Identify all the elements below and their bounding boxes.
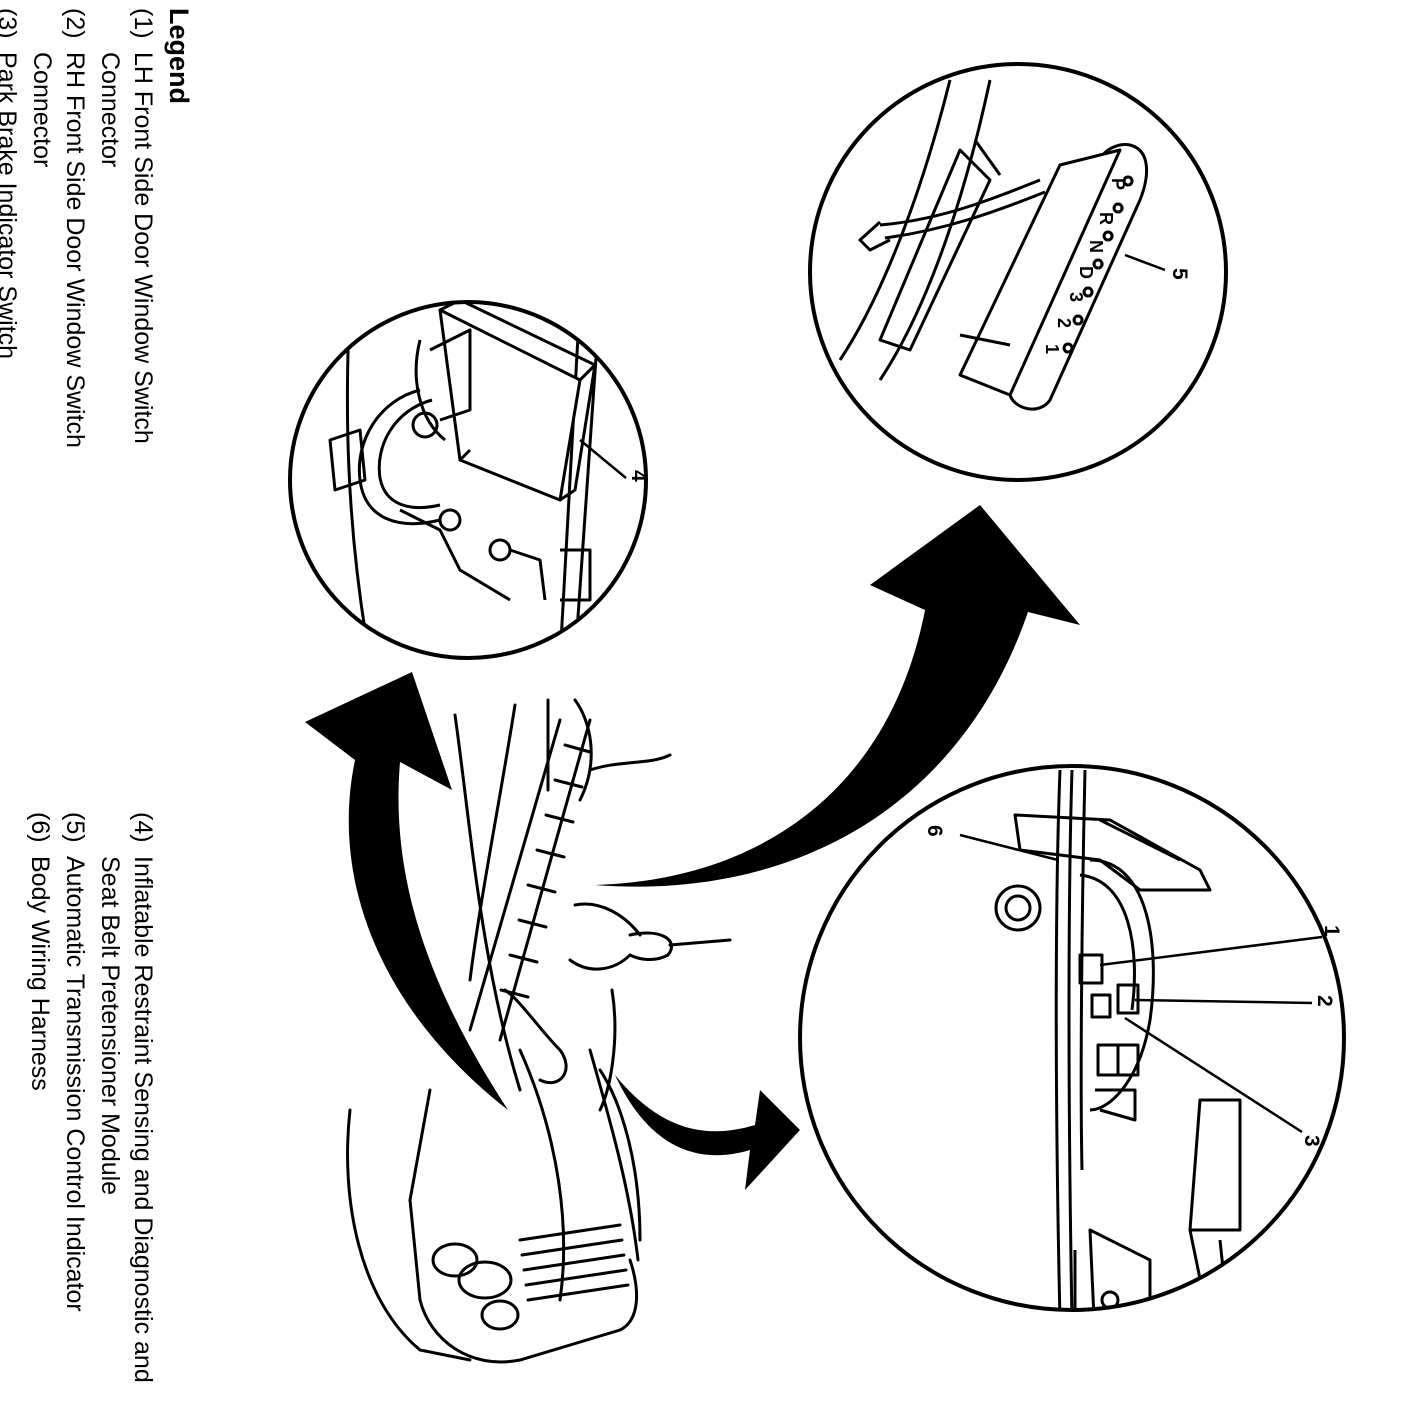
module-inset — [288, 300, 648, 660]
legend-column-left: (1) LH Front Side Door Window Switch Con… — [0, 8, 159, 568]
legend-item-number: (1) — [129, 8, 157, 39]
arrows — [305, 505, 1080, 1190]
legend-item-number: (6) — [26, 812, 54, 843]
connector-inset — [798, 764, 1346, 1312]
callouts: 1 2 3 4 5 6 — [627, 268, 1343, 1147]
callout-2: 2 — [1313, 995, 1336, 1007]
legend-item: (6) Body Wiring Harness — [23, 812, 56, 1392]
arrow-to-bottom-inset — [615, 1075, 800, 1190]
callout-6: 6 — [923, 825, 946, 837]
callout-1: 1 — [1320, 925, 1343, 937]
callout-5: 5 — [1168, 268, 1191, 280]
console-sketch — [346, 698, 732, 1364]
gear-letters: P R N D 3 2 1 — [1042, 178, 1128, 354]
legend-item-text: Body Wiring Harness — [26, 856, 54, 1091]
legend-item-text: Park Brake Indicator Switch — [0, 52, 21, 360]
legend-item-number: (4) — [129, 812, 157, 843]
legend-item-number: (3) — [0, 8, 21, 39]
gear-D: D — [1076, 266, 1096, 279]
legend-title: Legend — [164, 8, 194, 105]
legend-column-right: (4) Inflatable Restraint Sensing and Dia… — [21, 812, 159, 1392]
legend-item: (1) LH Front Side Door Window Switch Con… — [93, 8, 159, 568]
legend-item-number: (5) — [61, 812, 89, 843]
gear-1: 1 — [1042, 344, 1062, 354]
gear-N: N — [1086, 240, 1106, 253]
gear-2: 2 — [1054, 318, 1074, 328]
legend-item-number: (2) — [61, 8, 89, 39]
legend-item-text: RH Front Side Door Window Switch Connect… — [28, 52, 89, 448]
gear-R: R — [1096, 212, 1116, 225]
legend-item: (4) Inflatable Restraint Sensing and Dia… — [93, 812, 159, 1392]
gear-3: 3 — [1066, 292, 1086, 302]
legend-item-text: LH Front Side Door Window Switch Connect… — [96, 52, 157, 444]
legend-item: (3) Park Brake Indicator Switch — [0, 8, 23, 568]
legend-item-text: Automatic Transmission Control Indicator — [61, 856, 89, 1312]
callout-3: 3 — [1300, 1135, 1323, 1147]
legend-item-text: Inflatable Restraint Sensing and Diagnos… — [96, 856, 157, 1383]
legend-item: (5) Automatic Transmission Control Indic… — [58, 812, 91, 1392]
legend-item: (2) RH Front Side Door Window Switch Con… — [25, 8, 91, 568]
callout-4: 4 — [627, 470, 650, 482]
arrow-to-right-inset — [595, 505, 1080, 887]
gear-P: P — [1108, 178, 1128, 190]
gear-indicator-inset: P R N D 3 2 1 — [808, 62, 1228, 482]
arrow-to-top-inset — [305, 672, 508, 1110]
leader-lines — [579, 253, 1323, 1134]
